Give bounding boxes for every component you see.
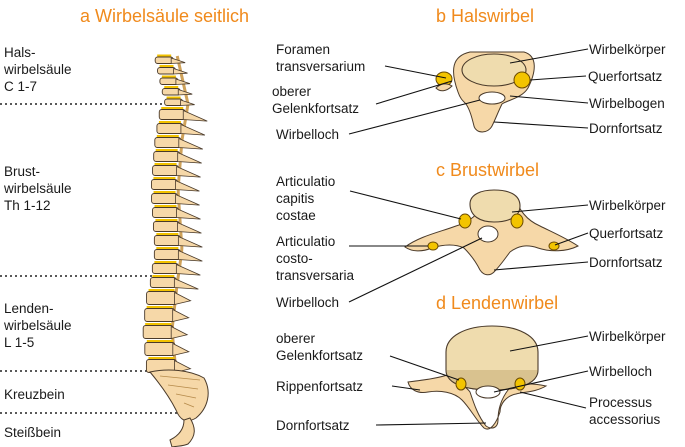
vertebra-11 <box>150 179 178 190</box>
vertebra-5 <box>164 98 184 106</box>
svg-text:Brust-: Brust- <box>4 164 40 179</box>
svg-text:wirbelsäule: wirbelsäule <box>3 181 72 196</box>
svg-text:Dornfortsatz: Dornfortsatz <box>276 418 350 433</box>
svg-text:wirbelsäule: wirbelsäule <box>3 318 72 333</box>
svg-text:C 1-7: C 1-7 <box>4 79 37 94</box>
svg-text:capitis: capitis <box>276 191 315 206</box>
svg-text:wirbelsäule: wirbelsäule <box>3 62 72 77</box>
vertebra-22 <box>144 342 176 356</box>
thoracic-vertebra-labels: Articulatio capitis costae Articulatio c… <box>276 174 666 310</box>
label-accessory-process-lumbar: Processus accessorius <box>519 391 661 427</box>
label-vertebral-foramen-lumbar: Wirbelloch <box>493 364 652 393</box>
label-sacrum: Kreuzbein <box>4 387 65 402</box>
label-cervical-spine: Hals- wirbelsäule C 1-7 <box>3 45 72 94</box>
vertebra-8 <box>154 137 182 148</box>
title-lumbar-vertebra: d Lendenwirbel <box>436 293 558 313</box>
coccyx <box>169 417 195 447</box>
label-foramen-transversarium: Foramen transversarium <box>276 42 447 79</box>
label-vertebral-body-lumbar: Wirbelkörper <box>509 329 666 352</box>
label-lumbar-spine: Lenden- wirbelsäule L 1-5 <box>3 301 72 350</box>
label-costal-process-lumbar: Rippenfortsatz <box>276 379 421 394</box>
svg-text:transversaria: transversaria <box>276 268 355 283</box>
svg-text:oberer: oberer <box>272 84 312 99</box>
label-thoracic-spine: Brust- wirbelsäule Th 1-12 <box>3 164 72 213</box>
svg-text:Wirbelloch: Wirbelloch <box>276 295 339 310</box>
svg-text:costo-: costo- <box>276 251 313 266</box>
vertebra-21 <box>142 325 174 339</box>
label-articulatio-costotransversaria: Articulatio costo- transversaria <box>276 234 428 283</box>
vertebra-20 <box>144 308 176 322</box>
vertebra-10 <box>152 165 180 176</box>
svg-text:Dornfortsatz: Dornfortsatz <box>589 121 663 136</box>
label-spinous-process-cervical: Dornfortsatz <box>493 121 663 136</box>
svg-text:Wirbelloch: Wirbelloch <box>276 127 339 142</box>
svg-text:Wirbelkörper: Wirbelkörper <box>589 329 666 344</box>
svg-text:Wirbelkörper: Wirbelkörper <box>589 198 666 213</box>
label-vertebral-body-thoracic: Wirbelkörper <box>511 198 666 213</box>
vertebra-15 <box>153 235 181 246</box>
cervical-vertebra-illustration <box>435 51 535 133</box>
label-transverse-process-cervical: Querfortsatz <box>529 69 663 84</box>
vertebra-19 <box>146 291 178 305</box>
svg-text:Foramen: Foramen <box>276 42 330 57</box>
sacrum <box>149 369 209 422</box>
title-thoracic-vertebra: c Brustwirbel <box>436 160 539 180</box>
title-spine-lateral: a Wirbelsäule seitlich <box>80 6 249 26</box>
vertebra-4 <box>161 88 181 96</box>
label-vertebral-foramen-thoracic: Wirbelloch <box>276 237 483 310</box>
vertebra-16 <box>153 249 181 260</box>
title-cervical-vertebra: b Halswirbel <box>436 6 534 26</box>
label-vertebral-body-cervical: Wirbelkörper <box>509 42 666 64</box>
svg-text:Hals-: Hals- <box>4 45 36 60</box>
spine-lateral-illustration <box>142 54 209 447</box>
label-superior-articular-process-cervical: oberer Gelenkfortsatz <box>272 80 453 116</box>
vertebra-9 <box>153 151 181 162</box>
svg-text:Wirbelbogen: Wirbelbogen <box>589 96 665 111</box>
svg-text:Gelenkfortsatz: Gelenkfortsatz <box>272 101 359 116</box>
label-superior-articular-process-lumbar: oberer Gelenkfortsatz <box>276 331 460 381</box>
thoracic-vertebra-illustration <box>404 189 579 276</box>
svg-text:Querfortsatz: Querfortsatz <box>588 69 663 84</box>
vertebra-13 <box>152 207 179 218</box>
svg-text:Dornfortsatz: Dornfortsatz <box>589 255 663 270</box>
svg-text:Articulatio: Articulatio <box>276 174 335 189</box>
svg-text:Wirbelkörper: Wirbelkörper <box>589 42 666 57</box>
label-coccyx: Steißbein <box>4 425 61 440</box>
vertebra-7 <box>156 123 184 134</box>
svg-text:oberer: oberer <box>276 331 316 346</box>
svg-text:transversarium: transversarium <box>276 59 365 74</box>
svg-text:Wirbelloch: Wirbelloch <box>589 364 652 379</box>
label-spinous-process-lumbar: Dornfortsatz <box>276 418 487 433</box>
label-spinous-process-thoracic: Dornfortsatz <box>493 255 663 271</box>
svg-text:Rippenfortsatz: Rippenfortsatz <box>276 379 363 394</box>
svg-text:costae: costae <box>276 208 316 223</box>
vertebra-18 <box>149 277 177 288</box>
vertebra-2 <box>157 67 176 75</box>
vertebra-3 <box>159 77 179 85</box>
vertebra-12 <box>151 193 179 204</box>
svg-text:Th 1-12: Th 1-12 <box>4 198 51 213</box>
vertebra-1 <box>154 56 174 64</box>
vertebra-14 <box>152 221 180 232</box>
svg-text:accessorius: accessorius <box>589 412 661 427</box>
svg-text:Gelenkfortsatz: Gelenkfortsatz <box>276 348 363 363</box>
label-transverse-process-thoracic: Querfortsatz <box>554 226 664 246</box>
svg-text:Lenden-: Lenden- <box>4 301 54 316</box>
label-vertebral-arch-cervical: Wirbelbogen <box>509 95 665 111</box>
label-articulatio-capitis-costae: Articulatio capitis costae <box>276 174 462 223</box>
svg-text:Processus: Processus <box>589 395 652 410</box>
cervical-vertebra-labels: Foramen transversarium oberer Gelenkfort… <box>272 42 666 142</box>
lumbar-vertebra-illustration <box>407 325 548 430</box>
lumbar-vertebra-labels: oberer Gelenkfortsatz Rippenfortsatz Dor… <box>276 329 666 433</box>
label-vertebral-foramen-cervical: Wirbelloch <box>276 99 481 142</box>
vertebra-6 <box>158 109 186 120</box>
svg-text:Querfortsatz: Querfortsatz <box>589 226 664 241</box>
svg-text:L 1-5: L 1-5 <box>4 335 34 350</box>
svg-text:Articulatio: Articulatio <box>276 234 335 249</box>
vertebra-17 <box>151 263 179 274</box>
